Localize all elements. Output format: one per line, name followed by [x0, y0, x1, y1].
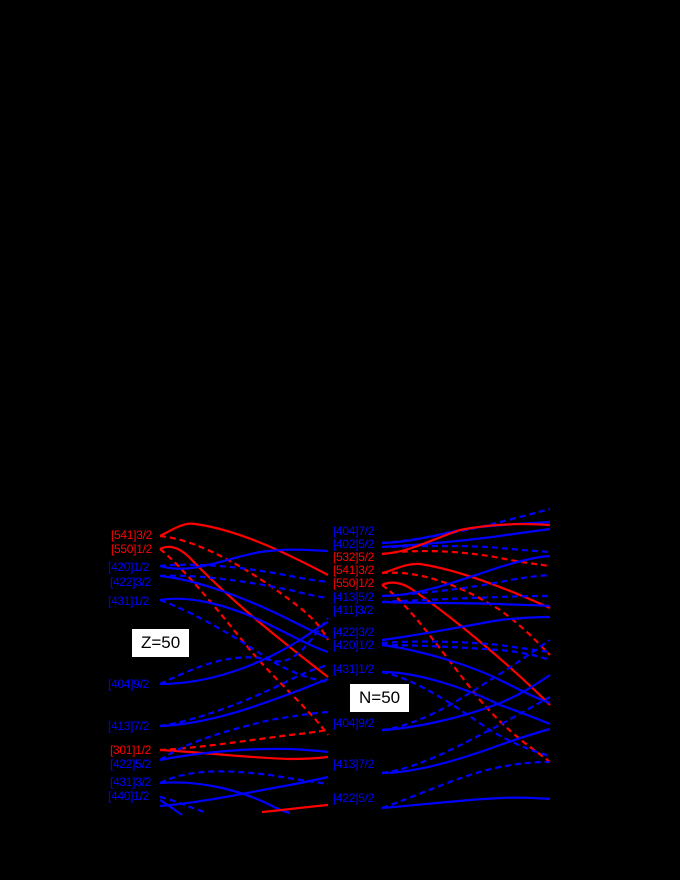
orbital-label: [404]7/2 [333, 524, 374, 538]
positive-parity-solid-curve [159, 574, 329, 640]
orbital-label: [541]3/2 [333, 563, 374, 577]
orbital-label: [411]3/2 [333, 603, 374, 617]
negative-parity-solid-curve [381, 522, 551, 556]
negative-parity-solid-curve [381, 562, 551, 610]
positive-parity-dashed-curve [159, 598, 329, 684]
negative-parity-dashed-curve [159, 548, 329, 736]
orbital-label: [431]3/2 [110, 775, 151, 789]
positive-parity-dashed-curve [381, 670, 551, 758]
orbital-label: [431]1/2 [333, 662, 374, 676]
negative-parity-solid-curve [381, 581, 551, 706]
positive-parity-solid-curve [159, 799, 183, 816]
positive-parity-solid-curve [381, 674, 551, 732]
positive-parity-dashed-curve [381, 594, 551, 604]
positive-parity-dashed-curve [381, 696, 551, 775]
positive-parity-dashed-curve [381, 760, 551, 810]
positive-parity-solid-curve [381, 643, 551, 705]
positive-parity-solid-curve [381, 527, 551, 549]
negative-parity-solid-curve [159, 522, 329, 576]
orbital-label: [420]1/2 [333, 638, 374, 652]
orbital-label: [413]7/2 [333, 757, 374, 771]
panel-tag-z50: Z=50 [131, 628, 191, 658]
negative-parity-dashed-curve [381, 571, 551, 656]
positive-parity-dashed-curve [159, 710, 329, 761]
orbital-label: [413]7/2 [108, 719, 149, 733]
positive-parity-solid-curve [381, 615, 551, 642]
positive-parity-solid-curve [159, 597, 329, 654]
negative-parity-dashed-curve [159, 728, 329, 752]
positive-parity-solid-curve [159, 775, 329, 808]
orbital-label: [301]1/2 [110, 743, 151, 757]
positive-parity-solid-curve [159, 747, 329, 762]
positive-parity-dashed-curve [159, 617, 329, 685]
positive-parity-solid-curve [381, 727, 551, 775]
positive-parity-dashed-curve [159, 663, 329, 728]
positive-parity-dashed-curve [381, 643, 551, 662]
orbital-label: [404]9/2 [108, 677, 149, 691]
orbital-label: [404]9/2 [333, 716, 374, 730]
orbital-label: [431]1/2 [108, 594, 149, 608]
positive-parity-solid-curve [159, 677, 329, 728]
positive-parity-solid-curve [381, 670, 551, 726]
positive-parity-solid-curve [159, 548, 329, 570]
negative-parity-solid-curve [159, 545, 329, 678]
negative-parity-dashed-curve [381, 549, 551, 568]
positive-parity-dashed-curve [159, 574, 329, 600]
curves-panel-n50 [381, 507, 551, 810]
orbital-label: [541]3/2 [111, 528, 152, 542]
orbital-label: [422]3/2 [110, 575, 151, 589]
positive-parity-solid-curve [159, 621, 329, 686]
positive-parity-dashed-curve [159, 563, 329, 584]
orbital-label: [550]1/2 [111, 542, 152, 556]
positive-parity-dashed-curve [381, 573, 551, 598]
positive-parity-solid-curve [381, 600, 551, 608]
positive-parity-dashed-curve [381, 639, 551, 732]
orbital-label: [422]5/2 [110, 757, 151, 771]
orbital-label: [532]5/2 [333, 550, 374, 564]
orbital-label: [422]5/2 [333, 791, 374, 805]
negative-parity-solid-curve [159, 748, 329, 761]
positive-parity-solid-curve [381, 796, 551, 810]
orbital-label: [422]3/2 [333, 625, 374, 639]
orbital-label: [420]1/2 [108, 560, 149, 574]
curves-panel-z50 [159, 522, 329, 816]
positive-parity-solid-curve [159, 781, 291, 815]
orbital-label: [413]5/2 [333, 590, 374, 604]
positive-parity-solid-curve [381, 554, 551, 598]
orbital-label: [550]1/2 [333, 576, 374, 590]
positive-parity-dashed-curve [381, 507, 551, 545]
positive-parity-dashed-curve [159, 795, 206, 814]
negative-parity-dashed-curve [159, 534, 329, 641]
positive-parity-dashed-curve [159, 770, 329, 786]
panel-tag-n50: N=50 [349, 683, 411, 713]
orbital-label: [402]5/2 [333, 537, 374, 551]
orbital-label: [440]1/2 [108, 789, 149, 803]
negative-parity-solid-curve [261, 803, 329, 814]
